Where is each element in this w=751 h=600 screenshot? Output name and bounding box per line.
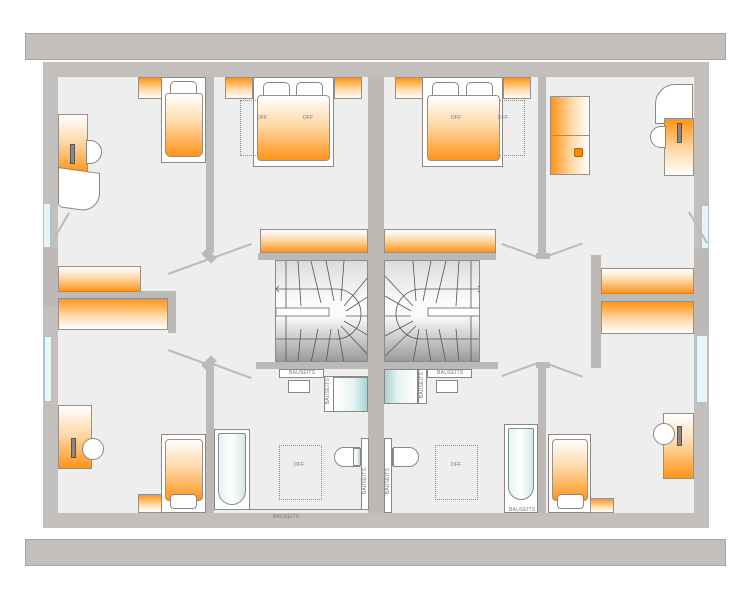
nightstand-left-master-b (334, 77, 362, 99)
blanket-right-bottom (552, 439, 588, 501)
cushion-icon (574, 148, 583, 157)
nightstand-right-master-b (503, 77, 531, 99)
nightstand-left-bottom (138, 494, 162, 513)
staircase-right (384, 260, 480, 362)
label-dff-right-master-2: DFF (498, 115, 509, 121)
wc-tank-left (353, 448, 361, 466)
shower-left (333, 377, 368, 412)
wc-right (393, 447, 419, 467)
wall-right-east-segment (694, 249, 709, 335)
wall-right-bottom-cap (536, 362, 550, 368)
chair-right-bottom (653, 423, 675, 445)
chair-left-bottom (82, 438, 104, 460)
wall-left-wardrobe-divider (58, 291, 176, 298)
sink-right (436, 380, 458, 393)
window-right-lower (696, 335, 708, 403)
nightstand-right-master-a (395, 77, 423, 99)
staircase-left (275, 260, 368, 362)
pillow-right-bottom (557, 494, 584, 509)
wardrobe-left-upper (58, 266, 141, 292)
wall-left-wardrobe-end (168, 291, 176, 333)
window-right-upper (701, 205, 709, 249)
monitor-icon (71, 438, 76, 458)
monitor-icon (70, 144, 75, 164)
sofa-cushion-divider (550, 135, 590, 136)
bathtub-left (218, 433, 246, 505)
wall-right-top-divider (538, 77, 546, 253)
skylight-right-bath (435, 445, 478, 500)
label-bauseits-right-tub: BAUSEITS (509, 507, 536, 513)
desk-right-top-return (655, 84, 693, 124)
stair-steps-icon (385, 261, 479, 361)
label-bauseits-left-sink: BAUSEITS (289, 370, 316, 376)
wall-left-bottom-divider (206, 365, 214, 513)
label-bauseits-left-wc: BAUSEITS (362, 468, 368, 495)
label-dff-right-master-1: DFF (451, 115, 462, 121)
pillow-left-bottom (170, 494, 197, 509)
wc-shelf-right (384, 438, 392, 513)
label-bauseits-right-wc: BAUSEITS (385, 468, 391, 495)
bathtub-right (508, 428, 534, 500)
wall-left-top-divider (206, 77, 214, 251)
label-bauseits-right-sink: BAUSEITS (437, 370, 464, 376)
stair-wall-top (258, 253, 496, 260)
wall-right-top-cap (536, 253, 550, 259)
wall-right-bottom-divider (538, 365, 546, 513)
label-bauseits-left-shower: BAUSEITS (325, 378, 331, 405)
wall-right-hall-pillar (591, 255, 601, 368)
stair-wall-bottom (256, 362, 498, 369)
blanket-right-master (427, 95, 500, 161)
roof-edge-bottom (25, 539, 726, 566)
nightstand-left-top (138, 77, 162, 99)
nightstand-right-bottom (590, 498, 614, 513)
roof-edge-top (25, 33, 726, 60)
desk-left-top-return (58, 167, 100, 213)
shower-frame-right (418, 369, 427, 404)
blanket-left-master (257, 95, 330, 161)
label-dff-left-master-1: DFF (257, 115, 268, 121)
cabinet-right-stairs (384, 229, 496, 253)
stair-steps-icon (276, 261, 367, 361)
label-bauseits-left-bath: BAUSEITS (273, 514, 300, 520)
nightstand-left-master-a (225, 77, 253, 99)
window-left-lower (44, 336, 52, 402)
label-dff-left-bath: DFF (294, 462, 305, 468)
skylight-left-bath (279, 445, 322, 500)
bath-bottom-line-left (250, 509, 362, 510)
monitor-icon (677, 123, 682, 143)
label-dff-left-master-2: DFF (303, 115, 314, 121)
blanket-left-top (165, 93, 203, 157)
wall-left-west-top-segment (43, 248, 58, 306)
monitor-icon (677, 426, 682, 446)
wc-shelf-left (361, 438, 369, 510)
wall-right-wardrobe-divider (599, 294, 695, 301)
sink-left (288, 380, 310, 393)
blanket-left-bottom (165, 439, 203, 501)
counter-left-sink (279, 369, 324, 378)
party-wall (368, 77, 384, 513)
counter-right-sink (427, 369, 472, 378)
wardrobe-left-lower (58, 298, 168, 330)
chair-right-top (650, 126, 666, 148)
cabinet-left-stairs (260, 229, 368, 253)
label-dff-right-bath: DFF (451, 462, 462, 468)
label-bauseits-right-shower: BAUSEITS (419, 372, 425, 399)
wardrobe-right-lower (601, 301, 694, 334)
wardrobe-right-upper (601, 268, 694, 294)
window-left-upper (43, 203, 51, 248)
desk-left-bottom (58, 405, 92, 469)
shower-right (384, 369, 418, 404)
